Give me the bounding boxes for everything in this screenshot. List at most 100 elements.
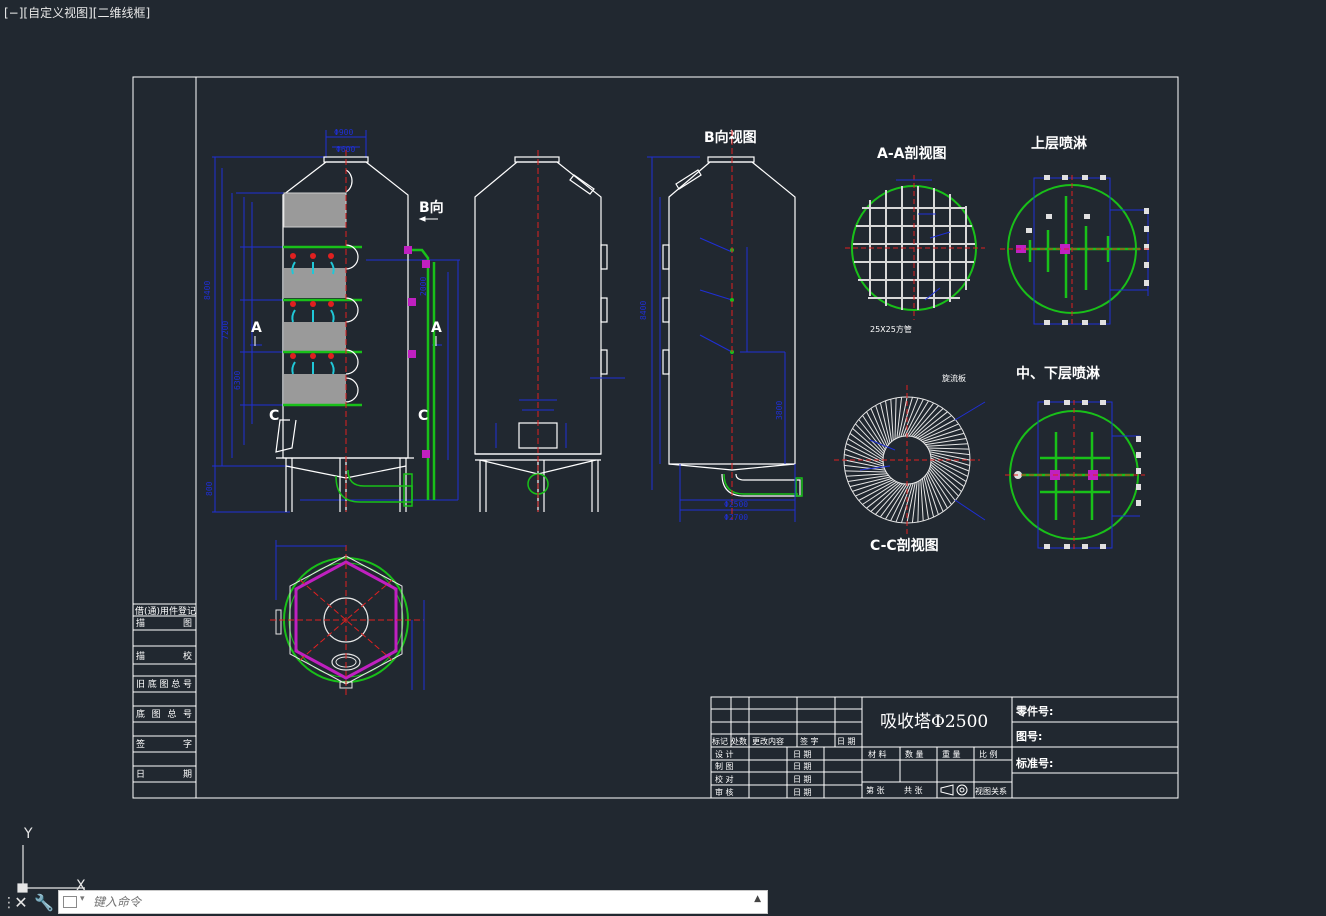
title-standard-no: 标准号: [1015, 756, 1053, 770]
swirl-vane [852, 428, 884, 457]
swirl-vane [927, 471, 948, 509]
header-quantity: 数 量 [905, 749, 924, 759]
wrench-icon[interactable]: 🔧 [34, 893, 54, 912]
swirl-vane [929, 451, 971, 461]
register-row-date: 日 期 [136, 769, 192, 780]
swirl-vane [855, 423, 885, 455]
dim-left-total: 8400 [203, 281, 212, 300]
swirl-vane [918, 419, 956, 440]
mid-spray-view: 中、下层喷淋 [1005, 365, 1145, 550]
close-icon[interactable]: ✕ [14, 893, 28, 912]
swirl-vane [866, 482, 900, 509]
swirl-vane [925, 438, 967, 446]
viewport-controls[interactable]: [−][自定义视图][二维线框] [4, 4, 150, 21]
swirl-vane [849, 432, 884, 459]
swirl-vane [858, 480, 896, 501]
packing-layers [283, 192, 347, 404]
title-block [710, 696, 1179, 799]
swirl-vane [879, 483, 906, 518]
swirl-vane [930, 457, 969, 477]
swirl-vane [916, 415, 952, 439]
swirl-vane [844, 448, 884, 465]
role-draft: 制 图 [715, 761, 734, 771]
swirl-vane [929, 467, 956, 501]
swirl-vane [917, 480, 920, 523]
register-row-old-base: 旧底图总号 [136, 678, 192, 690]
aa-section-view: A-A剖视图 25X25方管 [845, 145, 985, 334]
swirl-vane [847, 437, 884, 461]
upper-spray-title: 上层喷淋 [1031, 135, 1087, 152]
cc-section-title: C-C剖视图 [870, 537, 939, 554]
swirl-vane [896, 397, 903, 439]
side-view [474, 156, 608, 512]
dim-left-body: 7200 [221, 321, 230, 340]
swirl-vane [870, 408, 888, 447]
swirl-vane [855, 479, 894, 497]
label-section-c-left: C [269, 408, 279, 424]
swirl-vane [927, 447, 970, 450]
command-input[interactable] [93, 893, 733, 911]
swirl-vane [845, 443, 884, 463]
swirl-vane [923, 476, 935, 518]
swirl-vane [922, 428, 962, 443]
swirl-vane [920, 423, 959, 441]
register-row-trace: 描 图 [136, 617, 192, 629]
dim-left-packing: 6300 [233, 371, 242, 390]
label-section-c-right: C [418, 408, 428, 424]
swirl-vane [912, 408, 944, 438]
cc-section-note: 旋流板 [942, 373, 966, 383]
date-label-3: 日 期 [793, 775, 812, 784]
swirl-vane [866, 411, 887, 449]
title-main: 吸收塔Φ2500 [880, 712, 988, 732]
title-drawing-no: 图号: [1016, 730, 1042, 743]
date-label-1: 日 期 [793, 750, 812, 759]
swirl-vane [858, 419, 885, 453]
command-prompt-icon[interactable] [63, 896, 77, 908]
swirl-vane [924, 475, 939, 515]
swirl-vane [898, 396, 908, 438]
viewport-control-menu[interactable]: [−] [4, 6, 24, 20]
swirl-vane [894, 397, 897, 440]
side-register-table [133, 603, 196, 783]
register-row-trace-check: 描 校 [136, 650, 192, 662]
mid-spray-title: 中、下层喷淋 [1016, 365, 1100, 382]
header-material: 材 料 [868, 749, 887, 759]
main-view: Φ900 Φ600 8400 7200 6300 800 2000 [203, 128, 460, 513]
label-section-a-left: A [251, 320, 262, 336]
b-view-dim-height: 3800 [775, 401, 784, 420]
swirl-vane [890, 399, 894, 441]
drag-handle-icon[interactable]: ⋮ [2, 895, 16, 911]
label-b-direction: B向 [419, 199, 444, 216]
swirl-vane [930, 461, 965, 488]
swirl-vane [906, 400, 930, 437]
header-weight: 重 量 [942, 749, 961, 759]
swirl-vane [921, 478, 929, 520]
swirl-vane [846, 473, 888, 477]
swirl-vane [844, 470, 887, 473]
view-menu[interactable]: [自定义视图] [23, 6, 93, 20]
dim-top-outer: Φ900 [334, 128, 353, 137]
swirl-vane [901, 483, 914, 523]
ucs-y-label: Y [23, 826, 33, 842]
date-label-4: 日 期 [793, 788, 812, 797]
rev-header-date: 日 期 [837, 737, 856, 746]
swirl-vane [920, 479, 924, 521]
b-view-dim-diameter: Φ2500 [724, 500, 748, 509]
swirl-vane [930, 455, 970, 472]
rev-header-content: 更改内容 [752, 736, 784, 746]
b-view: B向视图 [639, 129, 803, 522]
swirl-vane [879, 402, 891, 444]
projection-label: 视图关系 [975, 786, 1007, 796]
swirl-vane [923, 432, 965, 444]
ucs-icon [17, 845, 85, 893]
swirl-vane [885, 400, 893, 442]
chevron-down-icon[interactable]: ▾ [80, 894, 85, 904]
visual-style-menu[interactable]: [二维线框] [92, 6, 151, 20]
swirl-vane [902, 397, 919, 437]
recent-commands-icon[interactable]: ▲ [754, 894, 761, 904]
sheet-outer-frame [132, 76, 1179, 799]
header-scale: 比 例 [979, 749, 998, 759]
plan-view [270, 540, 425, 695]
register-row-sign: 签 字 [136, 738, 192, 750]
